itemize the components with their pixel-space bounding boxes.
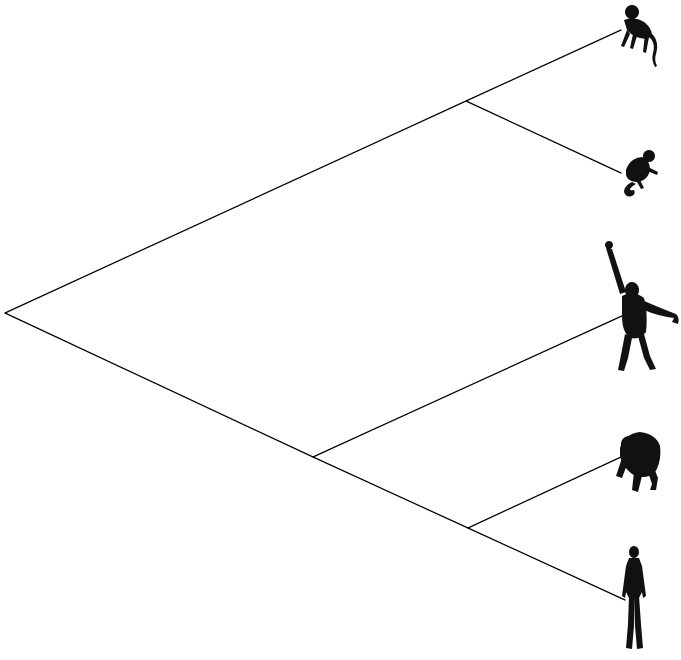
branch-node-lower-inner-to-taxon-5 [467, 527, 626, 601]
standing-human-icon [622, 546, 646, 649]
walking-monkey-icon [621, 5, 658, 67]
knuckle-walking-ape-icon [616, 432, 661, 492]
branch-node-upper-to-taxon-1 [465, 29, 622, 102]
branch-node-upper-to-taxon-2 [465, 100, 622, 174]
branch-root-to-node-upper [4, 100, 467, 314]
branch-lines [4, 29, 626, 601]
sitting-monkey-icon [624, 150, 658, 197]
branch-node-lower-inner-to-taxon-4 [467, 456, 622, 529]
branch-node-lower-to-node-lower-inner [312, 456, 469, 529]
hanging-ape-icon [605, 241, 679, 371]
branch-node-lower-to-taxon-3 [312, 314, 625, 458]
branch-root-to-node-lower [4, 312, 314, 458]
